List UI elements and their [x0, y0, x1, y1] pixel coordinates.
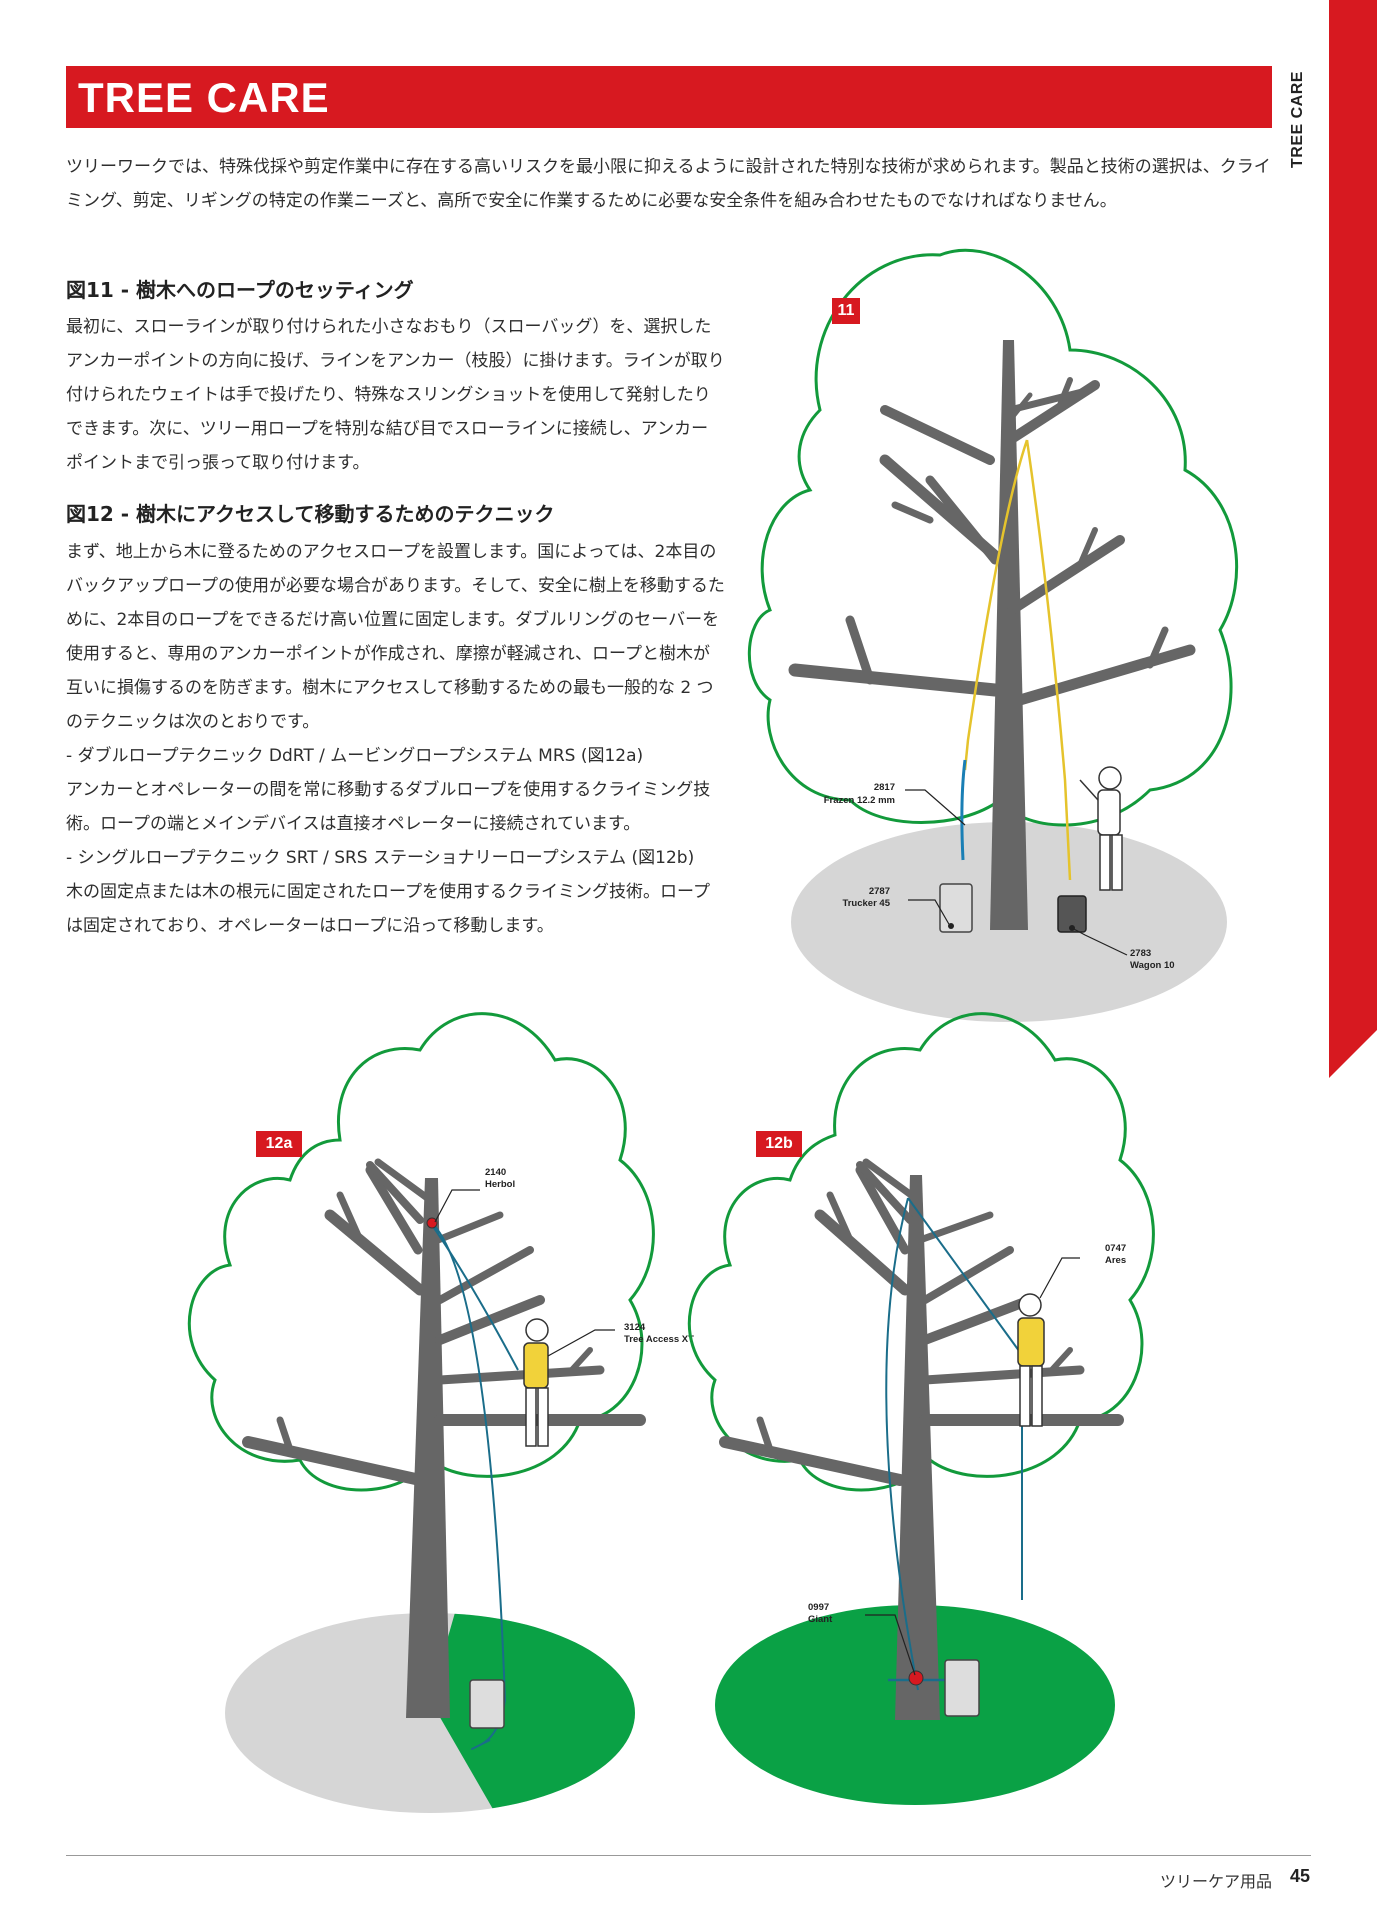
side-tab: [1329, 0, 1377, 1078]
figure-12a-label: 12a: [256, 1131, 302, 1157]
figure-12b-label: 12b: [756, 1131, 802, 1157]
side-tab-label: TREE CARE: [1289, 71, 1306, 169]
figure-11-label: 11: [832, 298, 860, 324]
callout-2787-number: 2787: [869, 886, 890, 897]
callout-0747-name: Ares: [1105, 1255, 1126, 1266]
callout-2817-name: Frazen 12.2 mm: [824, 795, 895, 806]
callout-3124-number: 3124: [624, 1322, 646, 1333]
section-12-srt-desc: 木の固定点または木の根元に固定されたロープを使用するクライミング技術。ロープは固…: [66, 882, 710, 936]
callout-2783-name: Wagon 10: [1130, 960, 1175, 971]
callout-2140-number: 2140: [485, 1167, 506, 1178]
callout-0997-name: Giant: [808, 1614, 833, 1625]
section-11-heading: 図11 - 樹木へのロープのセッティング: [66, 278, 414, 302]
section-12-heading: 図12 - 樹木にアクセスして移動するためのテクニック: [66, 502, 555, 526]
callout-2783-number: 2783: [1130, 948, 1151, 959]
footer-section-name: ツリーケア用品: [1160, 1872, 1273, 1891]
footer-rule: [66, 1855, 1311, 1856]
section-12-ddrt-item: - ダブルロープテクニック DdRT / ムービングロープシステム MRS (図…: [66, 746, 644, 766]
callout-2817-number: 2817: [874, 782, 895, 793]
page-number: 45: [1290, 1866, 1311, 1886]
callout-2140-name: Herbol: [485, 1179, 515, 1190]
callout-0997-number: 0997: [808, 1602, 829, 1613]
section-12-srt-item: - シングルロープテクニック SRT / SRS ステーショナリーロープシステム…: [66, 848, 695, 868]
section-12-ddrt-desc: アンカーとオペレーターの間を常に移動するダブルロープを使用するクライミング技術。…: [66, 780, 711, 834]
section-11-body: 最初に、スローラインが取り付けられた小さなおもり（スローバッグ）を、選択したアン…: [66, 317, 725, 473]
callout-0747-number: 0747: [1105, 1243, 1126, 1254]
header-bar: TREE CARE: [66, 66, 1272, 128]
callout-3124-name: Tree Access XT: [624, 1334, 694, 1345]
callout-2787-name: Trucker 45: [842, 898, 890, 909]
section-12-body: まず、地上から木に登るためのアクセスロープを設置します。国によっては、2本目のバ…: [66, 535, 726, 943]
intro-paragraph: ツリーワークでは、特殊伐採や剪定作業中に存在する高いリスクを最小限に抑えるように…: [66, 157, 1271, 211]
page-title: TREE CARE: [78, 74, 330, 121]
section-12-paragraph: まず、地上から木に登るためのアクセスロープを設置します。国によっては、2本目のバ…: [66, 542, 725, 732]
